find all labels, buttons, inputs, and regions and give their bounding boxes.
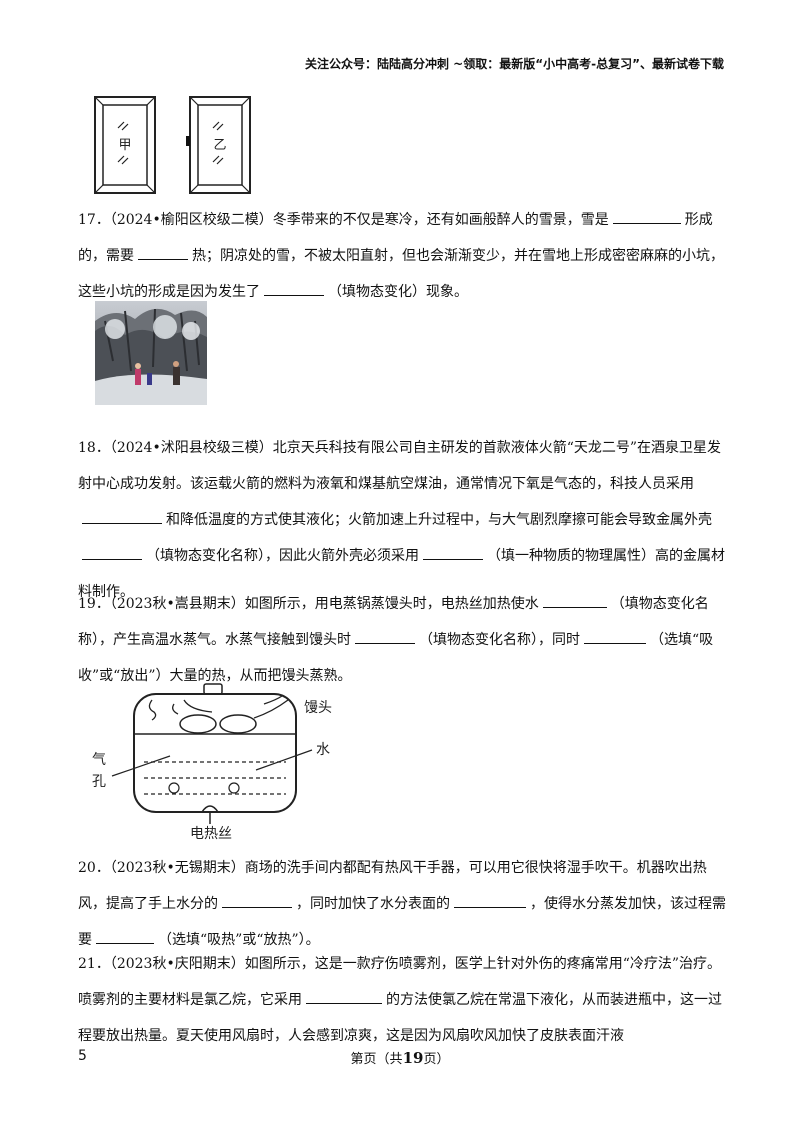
- answer-blank[interactable]: [542, 589, 607, 608]
- question-source: （2023秋•庆阳期末）: [109, 956, 245, 972]
- steamer-figure: 馒头 气 孔 水 电热丝: [92, 683, 332, 840]
- answer-blank[interactable]: [222, 889, 292, 908]
- question-number: 17．: [78, 212, 110, 228]
- page-header: 关注公众号：陆陆高分冲刺 ~领取：最新版“小中高考-总复习”、最新试卷下载: [305, 57, 724, 71]
- question-18: 18．（2024•沭阳县校级三模）北京天兵科技有限公司自主研发的首款液体火箭“天…: [78, 440, 725, 600]
- question-number: 21．: [78, 956, 110, 972]
- label-jia: 甲: [118, 138, 131, 153]
- snow-scene-photo: [95, 301, 207, 405]
- question-number: 18．: [78, 440, 110, 456]
- question-21: 21．（2023秋•庆阳期末）如图所示，这是一款疗伤喷雾剂，医学上针对外伤的疼痛…: [78, 956, 722, 1044]
- label-mantou: 馒头: [304, 700, 332, 716]
- label-kong: 孔: [92, 774, 106, 790]
- answer-blank[interactable]: [96, 925, 154, 944]
- label-dianresi: 电热丝: [190, 826, 232, 840]
- label-qi: 气: [92, 752, 106, 768]
- page-count: 第页（共19页）: [350, 1049, 450, 1067]
- question-number: 19．: [78, 596, 110, 612]
- question-source: （2024•沭阳县校级三模）: [109, 440, 273, 456]
- question-17: 17．（2024•榆阳区校级二模）冬季带来的不仅是寒冷，还有如画般醉人的雪景，雪…: [78, 202, 726, 310]
- answer-blank[interactable]: [423, 541, 483, 560]
- window-figure: 甲 乙: [94, 96, 251, 194]
- answer-blank[interactable]: [264, 277, 324, 296]
- answer-blank[interactable]: [306, 985, 382, 1004]
- answer-blank[interactable]: [612, 205, 681, 224]
- answer-blank[interactable]: [82, 541, 142, 560]
- label-shui: 水: [316, 742, 330, 758]
- question-19: 19．（2023秋•嵩县期末）如图所示，用电蒸锅蒸馒头时，电热丝加热使水（填物态…: [78, 586, 726, 694]
- answer-blank[interactable]: [355, 625, 415, 644]
- answer-blank[interactable]: [584, 625, 646, 644]
- question-source: （2023秋•无锡期末）: [109, 860, 245, 876]
- answer-blank[interactable]: [82, 505, 162, 524]
- question-source: （2023秋•嵩县期末）: [109, 596, 245, 612]
- question-20: 20．（2023秋•无锡期末）商场的洗手间内都配有热风干手器，可以用它很快将湿手…: [78, 860, 726, 948]
- question-number: 20．: [78, 860, 110, 876]
- page-number: 5: [78, 1048, 87, 1064]
- answer-blank[interactable]: [138, 241, 188, 260]
- answer-blank[interactable]: [454, 889, 526, 908]
- question-source: （2024•榆阳区校级二模）: [109, 212, 273, 228]
- label-yi: 乙: [213, 138, 226, 153]
